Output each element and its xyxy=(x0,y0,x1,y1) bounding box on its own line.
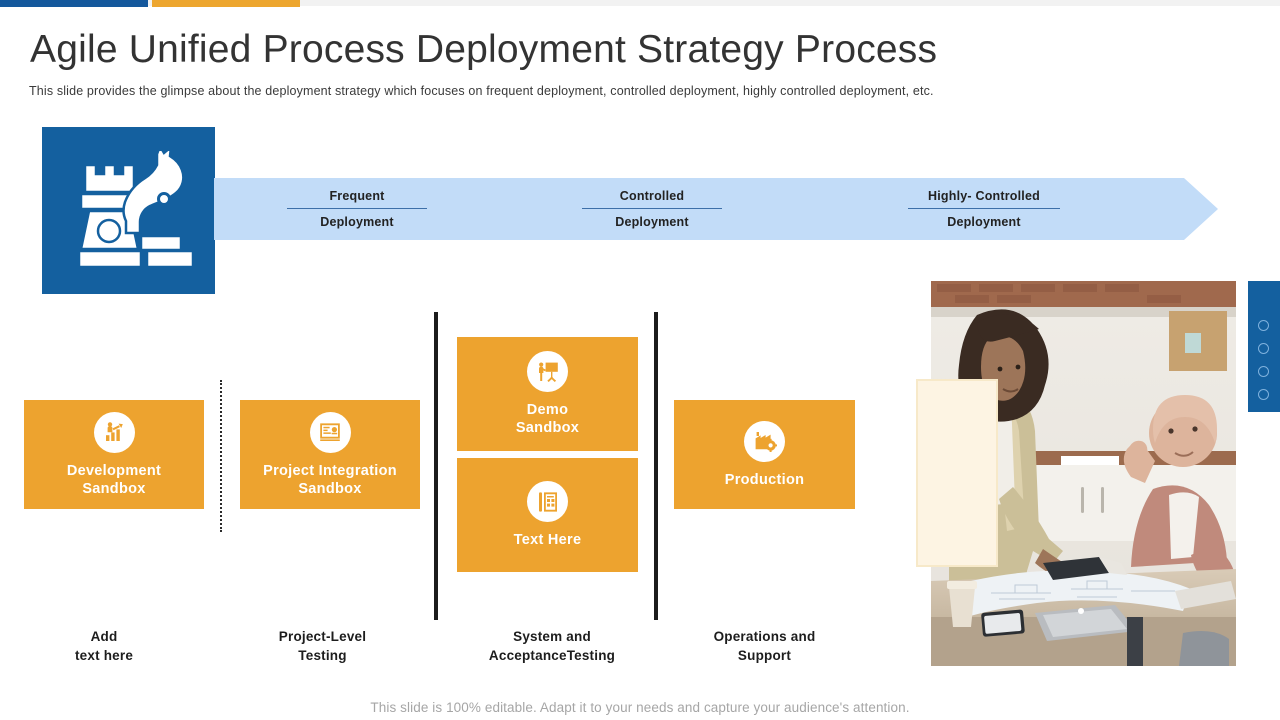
accent-bar-orange xyxy=(152,0,300,7)
card-label: Development Sandbox xyxy=(66,462,162,497)
banner-cell-controlled: Controlled Deployment xyxy=(567,178,737,240)
banner-label-line1: Highly- Controlled xyxy=(928,188,1040,203)
accent-bar-blue xyxy=(0,0,148,7)
banner-label-line2: Deployment xyxy=(320,215,394,230)
factory-gear-icon xyxy=(744,420,785,462)
card-label: Demo Sandbox xyxy=(515,402,580,436)
accent-bar-grey xyxy=(0,0,1280,6)
chess-knight-rook-icon xyxy=(77,150,193,268)
card-text-here[interactable]: Text Here xyxy=(457,458,638,572)
circle-outline-icon xyxy=(1258,343,1269,354)
presentation-board-icon xyxy=(309,411,351,453)
growth-chart-person-icon xyxy=(93,411,135,453)
banner-label-line1: Controlled xyxy=(619,188,685,203)
banner-rule xyxy=(908,207,1060,210)
banner-left-edge xyxy=(210,178,214,240)
brand-icon-tile xyxy=(42,127,215,294)
circle-outline-icon xyxy=(1258,389,1269,400)
banner-cell-highly-controlled: Highly- Controlled Deployment xyxy=(894,178,1074,240)
divider-solid-left xyxy=(434,312,438,620)
divider-solid-right xyxy=(654,312,658,620)
banner-label-line2: Deployment xyxy=(615,215,689,230)
card-label: Project Integration Sandbox xyxy=(263,462,397,497)
banner-rule xyxy=(287,207,427,210)
banner-cell-frequent: Frequent Deployment xyxy=(272,178,442,240)
caption-system-acceptance-testing: System and AcceptanceTesting xyxy=(488,629,616,663)
divider-dotted xyxy=(220,380,222,532)
card-project-integration-sandbox[interactable]: Project Integration Sandbox xyxy=(240,400,420,509)
circle-outline-icon xyxy=(1258,366,1269,377)
card-demo-sandbox[interactable]: Demo Sandbox xyxy=(457,337,638,451)
document-checklist-icon xyxy=(527,481,568,522)
card-production[interactable]: Production xyxy=(674,400,855,509)
photo-decorative-frame xyxy=(916,379,998,567)
card-label: Production xyxy=(724,471,805,488)
card-label: Text Here xyxy=(513,532,582,548)
banner-rule xyxy=(582,207,722,210)
footer-note: This slide is 100% editable. Adapt it to… xyxy=(370,700,910,715)
caption-operations-support: Operations and Support xyxy=(713,629,816,663)
caption-add-text-here: Add text here xyxy=(74,629,134,663)
caption-project-level-testing: Project-Level Testing xyxy=(278,629,367,663)
banner-label-line1: Frequent xyxy=(329,188,385,203)
page-title: Agile Unified Process Deployment Strateg… xyxy=(30,28,938,71)
presenter-easel-icon xyxy=(527,351,568,392)
circle-outline-icon xyxy=(1258,320,1269,331)
page-subtitle: This slide provides the glimpse about th… xyxy=(29,84,934,98)
banner-label-line2: Deployment xyxy=(947,215,1021,230)
card-development-sandbox[interactable]: Development Sandbox xyxy=(24,400,204,509)
